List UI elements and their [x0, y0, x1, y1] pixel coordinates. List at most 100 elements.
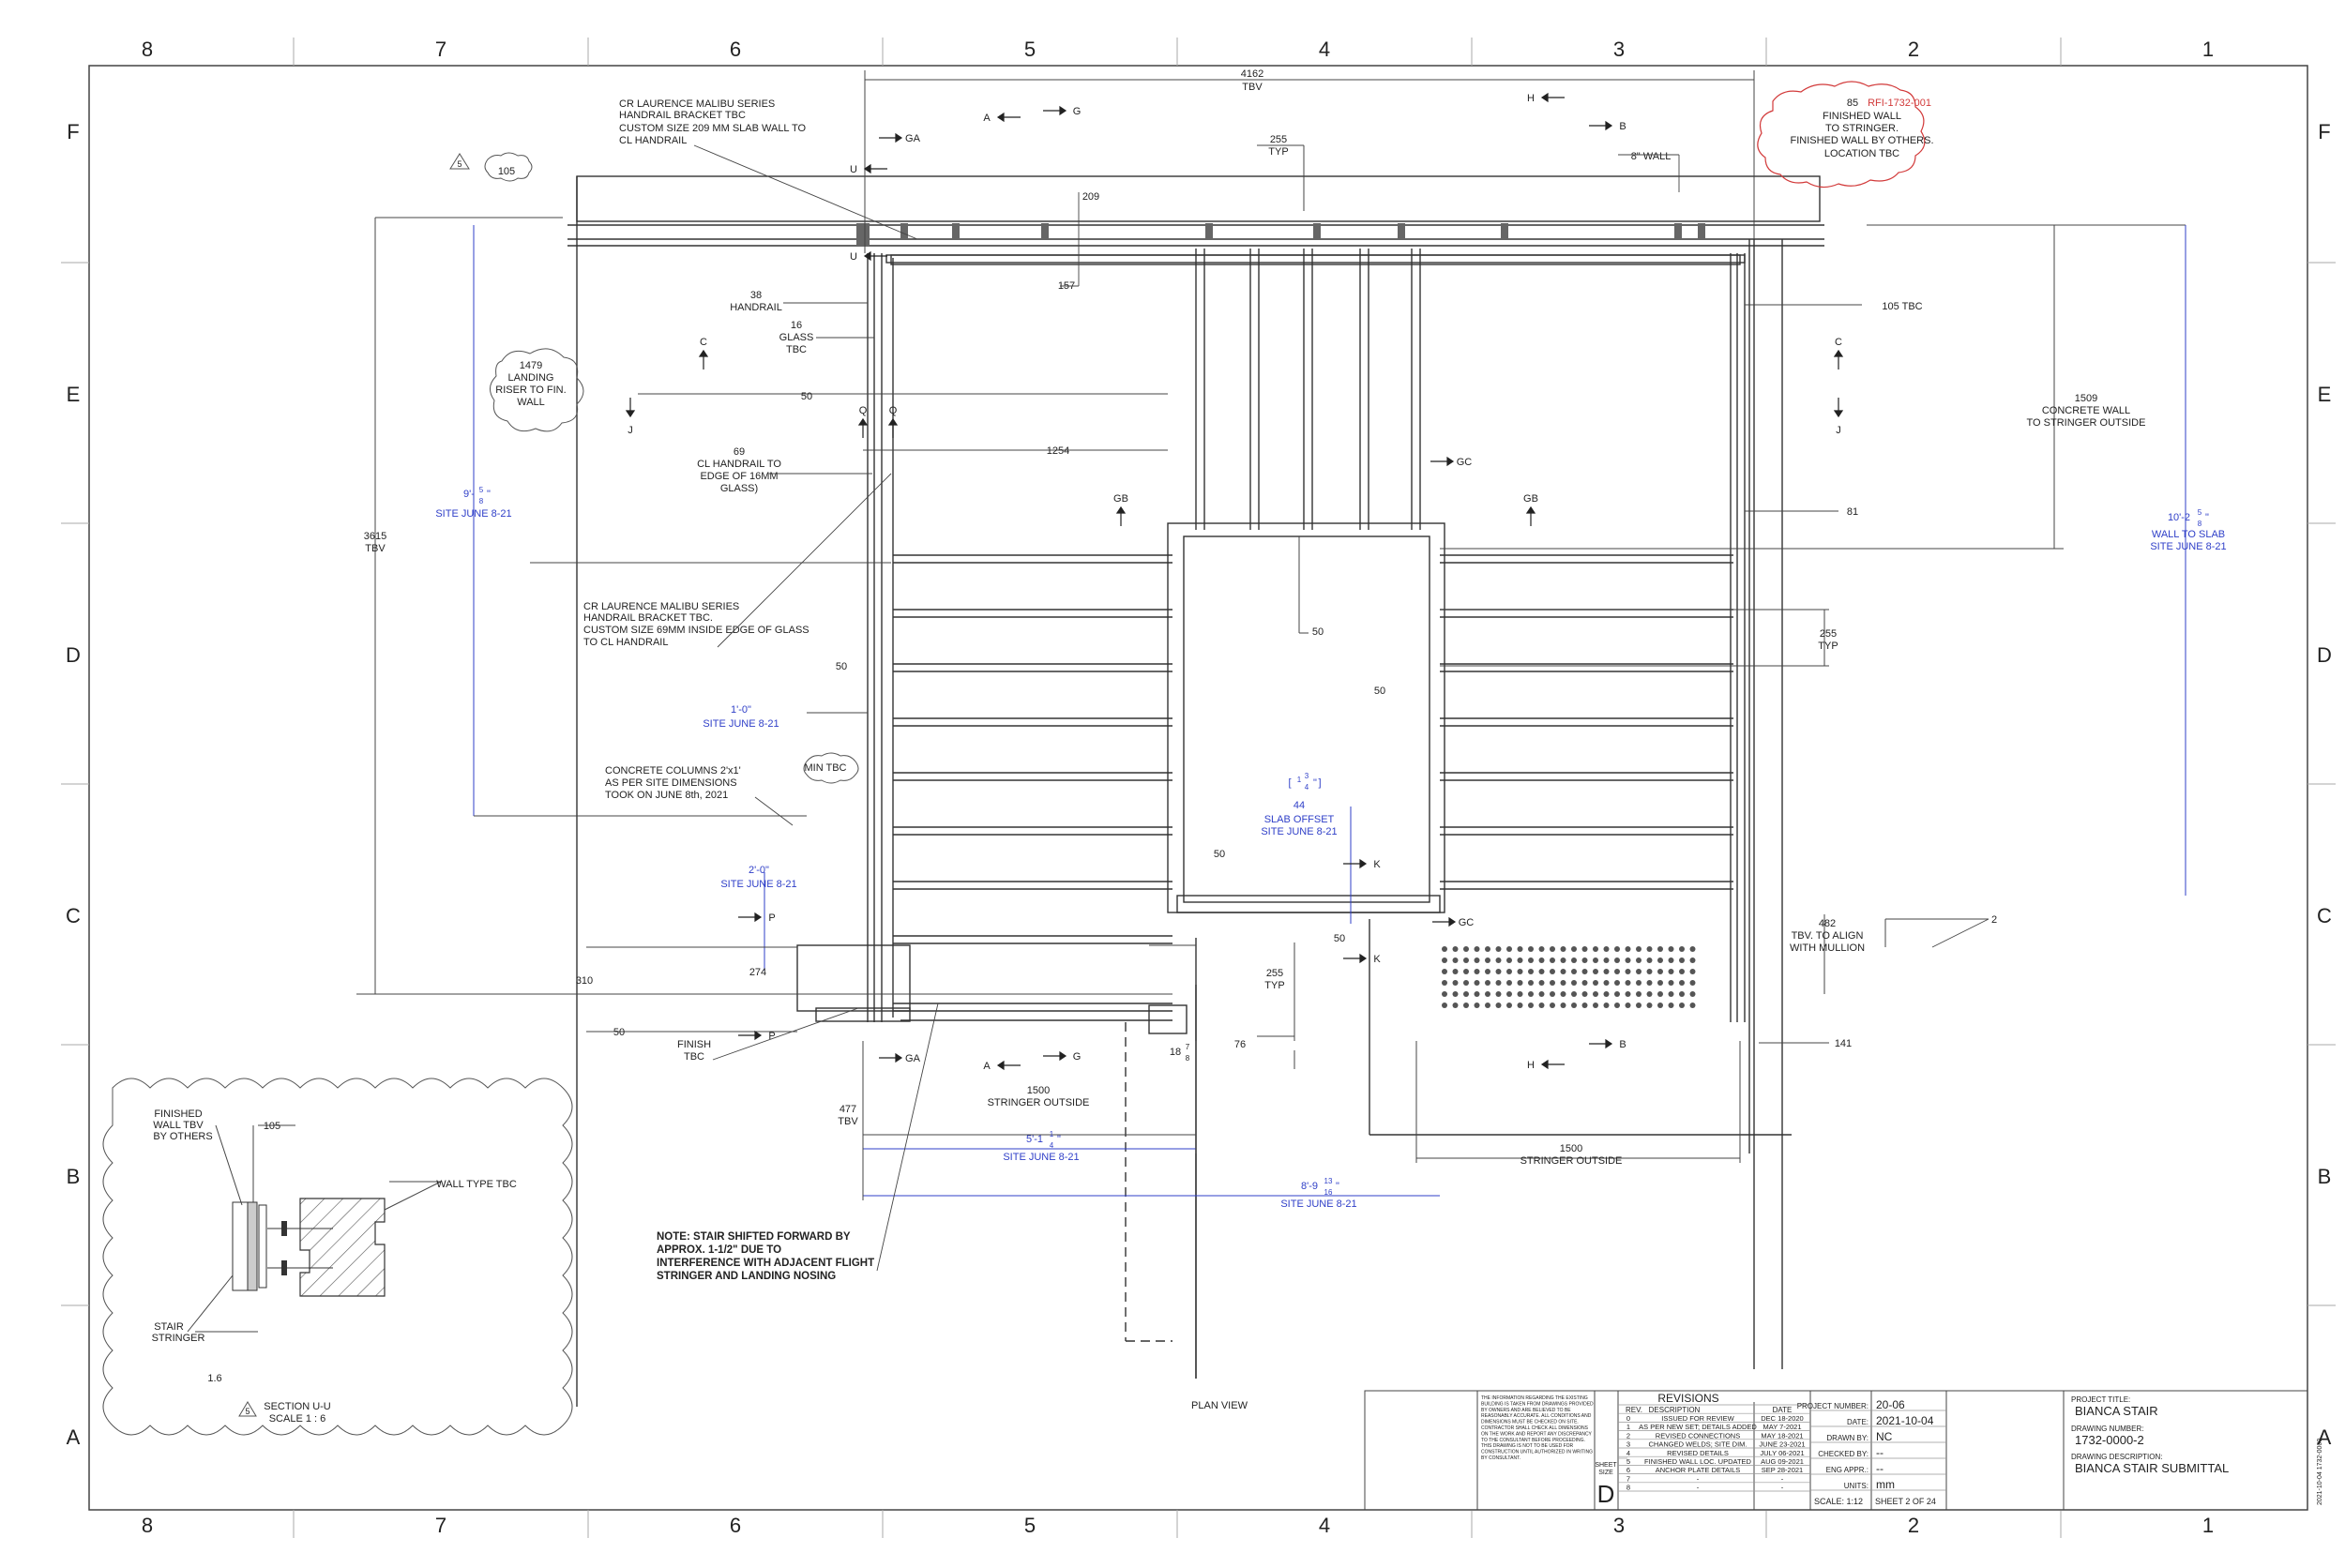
sheet-size-label: SIZE: [1598, 1470, 1613, 1476]
section-label: U: [850, 164, 857, 175]
bracket-note-line: CR LAURENCE MALIBU SERIES: [619, 98, 775, 110]
site-10-num: 5: [2198, 508, 2202, 517]
tactile-dot: [1679, 991, 1685, 997]
section-arrow: [1343, 858, 1368, 869]
title-field-label: DATE:: [1847, 1418, 1868, 1426]
revision-number: 6: [1626, 1466, 1630, 1474]
grid-col-label: 4: [1319, 38, 1330, 61]
section-label: C: [1835, 337, 1842, 348]
section-arrow: [625, 398, 636, 418]
site-51-den: 4: [1050, 1141, 1054, 1150]
tactile-dot: [1506, 957, 1512, 963]
revision-date: JULY 06-2021: [1760, 1449, 1804, 1457]
tactile-dot: [1495, 1003, 1502, 1008]
section-marker: C: [698, 337, 709, 369]
bracket2-line: TO CL HANDRAIL: [583, 637, 668, 648]
title-field-value: --: [1876, 1446, 1884, 1459]
dim-50: 50: [801, 391, 812, 402]
disclaimer-line: BY CONSULTANT.: [1481, 1455, 1520, 1461]
section-label: K: [1373, 859, 1381, 870]
tactile-dot: [1625, 980, 1631, 986]
tactile-dot: [1679, 1003, 1685, 1008]
tactile-dot: [1668, 1003, 1674, 1008]
tactile-dot: [1550, 969, 1555, 974]
dim-18-78: 18: [1170, 1047, 1181, 1058]
tactile-dot: [1689, 969, 1696, 974]
detail-stair-stringer: STRINGER: [152, 1333, 205, 1344]
tactile-dot: [1538, 969, 1545, 974]
slab-offset-label: SLAB OFFSET: [1264, 814, 1335, 825]
tactile-dot: [1689, 957, 1696, 963]
tactile-dot: [1528, 946, 1534, 952]
tactile-dot: [1668, 969, 1674, 974]
section-arrow: [1043, 105, 1067, 116]
stair-plan: [567, 175, 1824, 1407]
tactile-dot: [1581, 980, 1588, 986]
tactile-dot: [1474, 957, 1480, 963]
tactile-dot: [1463, 957, 1469, 963]
grid-col-label: 3: [1613, 38, 1625, 61]
tactile-dot: [1689, 1003, 1696, 1008]
title-field-value: 2021-10-04: [1876, 1414, 1934, 1427]
finished-wall-line: LOCATION TBC: [1824, 148, 1899, 159]
grid-labels: 8 7 6 5 4 3 2 1 8 7 6 5 4 3 2 1 F E D C …: [66, 38, 2332, 1537]
site-10-ft: 10'-2: [2168, 512, 2190, 523]
tactile-dot: [1463, 980, 1469, 986]
revision-description: FINISHED WALL LOC. UPDATED: [1644, 1457, 1751, 1466]
tactile-dot: [1614, 980, 1620, 986]
drawing-number: 1732-0000-2: [2075, 1433, 2144, 1447]
tactile-dot: [1506, 946, 1512, 952]
dim-3615: 3615: [364, 531, 386, 542]
tactile-dot: [1506, 969, 1512, 974]
tactile-dot: [1571, 980, 1577, 986]
bracket-note-line: CUSTOM SIZE 209 MM SLAB WALL TO: [619, 123, 807, 134]
dim-76: 76: [1234, 1039, 1246, 1050]
landing-line: LANDING: [508, 372, 554, 384]
tactile-dot: [1679, 969, 1685, 974]
tactile-dot: [1593, 980, 1598, 986]
plan-view-title: PLAN VIEW: [1191, 1400, 1248, 1411]
bracket-note-line: HANDRAIL BRACKET TBC: [619, 110, 746, 121]
tactile-dot: [1581, 1003, 1588, 1008]
wall-1509-line: TO STRINGER OUTSIDE: [2027, 417, 2146, 429]
dim-81: 81: [1847, 506, 1858, 518]
section-arrow: [996, 112, 1021, 123]
section-label: GC: [1459, 917, 1475, 928]
tactile-dot: [1550, 980, 1555, 986]
typ-255-c-sub: TYP: [1818, 641, 1838, 652]
glass-16: 16: [791, 320, 802, 331]
tactile-dot: [1495, 957, 1502, 963]
title-field: DRAWN BY:NC: [1826, 1430, 1892, 1443]
dim-209: 209: [1082, 191, 1099, 203]
tactile-dot: [1495, 980, 1502, 986]
tactile-dot: [1668, 991, 1674, 997]
tactile-dot: [1474, 991, 1480, 997]
section-arrow: [1540, 92, 1565, 103]
dim-50-f: 50: [1214, 849, 1225, 860]
tactile-dot: [1442, 1003, 1447, 1008]
tactile-dot: [1625, 991, 1631, 997]
tactile-dot: [1517, 957, 1523, 963]
rfi-dim: 85: [1847, 98, 1858, 109]
tactile-dot: [1646, 991, 1653, 997]
section-marker: Q: [887, 405, 899, 438]
tactile-dot: [1538, 946, 1545, 952]
disclaimer-line: REASONABLY ACCURATE. ALL CONDITIONS AND: [1481, 1413, 1592, 1419]
section-marker: U: [850, 163, 887, 175]
tactile-dot: [1550, 946, 1555, 952]
sheet-count: SHEET 2 OF 24: [1875, 1497, 1936, 1506]
landing-line: WALL: [517, 397, 545, 408]
site-1-ft: 1'-0": [731, 704, 751, 716]
tactile-dot: [1625, 969, 1631, 974]
dim-50-b: 50: [836, 661, 847, 672]
rev-header-date: DATE: [1773, 1406, 1793, 1414]
section-label: H: [1527, 1060, 1535, 1071]
section-label: B: [1619, 1039, 1626, 1050]
grid-col-label: 2: [1908, 38, 1919, 61]
tbv-482-line: WITH MULLION: [1790, 942, 1865, 954]
section-arrow: [1430, 456, 1455, 467]
tactile-dot: [1689, 980, 1696, 986]
